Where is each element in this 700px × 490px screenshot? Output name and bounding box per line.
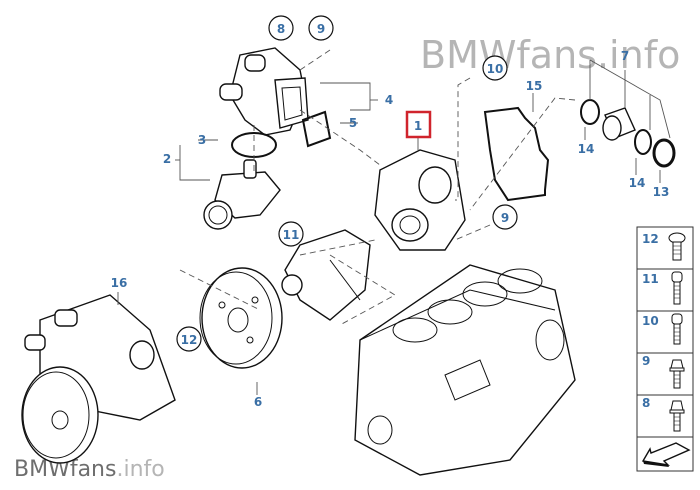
- callout-12[interactable]: 12: [176, 326, 202, 352]
- torx-low-head-bolt-icon: [668, 232, 686, 261]
- callout-4[interactable]: 4: [385, 93, 393, 107]
- legend-number: 8: [642, 396, 650, 410]
- pipe-connector-part[interactable]: [580, 99, 676, 168]
- legend-item-9[interactable]: [636, 352, 694, 396]
- watermark-bottom: BMWfans.info: [14, 457, 165, 482]
- callout-7[interactable]: 7: [621, 49, 629, 63]
- callout-14-left[interactable]: 14: [578, 142, 595, 156]
- pump-assembly-part[interactable]: [21, 294, 176, 464]
- callout-label: 8: [277, 22, 285, 36]
- callout-15[interactable]: 15: [526, 79, 543, 93]
- external-torx-bolt-icon: [669, 400, 685, 432]
- callout-circle: [482, 55, 508, 81]
- callout-11[interactable]: 11: [278, 221, 304, 247]
- callout-1-highlighted[interactable]: 1: [405, 110, 432, 139]
- legend-item-10[interactable]: [636, 310, 694, 354]
- cover-gasket-part[interactable]: [483, 106, 550, 202]
- fastener-legend: 12 11 10 9 8: [636, 226, 694, 472]
- callout-label: 1: [414, 119, 422, 133]
- water-pump-part[interactable]: [374, 149, 466, 251]
- torx-socket-head-bolt-icon: [671, 313, 683, 345]
- callout-circle: [308, 15, 334, 41]
- external-torx-bolt-icon: [669, 359, 685, 389]
- callout-16[interactable]: 16: [111, 276, 128, 290]
- highlight-box: [405, 110, 432, 139]
- callout-13[interactable]: 13: [653, 185, 670, 199]
- engine-block-part[interactable]: [354, 264, 576, 476]
- callout-9-mid[interactable]: 9: [492, 204, 518, 230]
- callout-label: 10: [487, 62, 504, 76]
- thermostat-housing-part[interactable]: [219, 47, 309, 136]
- adapter-housing-part[interactable]: [281, 229, 371, 321]
- callout-3[interactable]: 3: [198, 133, 206, 147]
- torx-socket-head-bolt-icon: [671, 271, 683, 305]
- legend-number: 12: [642, 232, 659, 246]
- callout-9-top[interactable]: 9: [308, 15, 334, 41]
- watermark-suffix: .info: [116, 457, 164, 482]
- callout-circle: [176, 326, 202, 352]
- callout-2[interactable]: 2: [163, 152, 171, 166]
- callout-circle: [492, 204, 518, 230]
- callout-10[interactable]: 10: [482, 55, 508, 81]
- legend-number: 10: [642, 314, 659, 328]
- legend-item-8[interactable]: [636, 394, 694, 438]
- legend-number: 9: [642, 354, 650, 368]
- callout-label: 9: [501, 211, 509, 225]
- arrow-back-icon: [641, 442, 691, 467]
- callout-circle: [268, 15, 294, 41]
- callout-6[interactable]: 6: [254, 395, 262, 409]
- gasket-part[interactable]: [301, 110, 332, 148]
- watermark-top: BMWfans.info: [420, 33, 680, 77]
- callout-label: 11: [283, 228, 300, 242]
- callout-14-right[interactable]: 14: [629, 176, 646, 190]
- callout-8[interactable]: 8: [268, 15, 294, 41]
- callout-label: 12: [181, 333, 198, 347]
- legend-item-11[interactable]: [636, 268, 694, 312]
- callout-5[interactable]: 5: [349, 116, 357, 130]
- thermostat-part[interactable]: [203, 159, 281, 230]
- legend-number: 11: [642, 272, 659, 286]
- callout-label: 9: [317, 22, 325, 36]
- pulley-part[interactable]: [199, 267, 283, 369]
- callout-circle: [278, 221, 304, 247]
